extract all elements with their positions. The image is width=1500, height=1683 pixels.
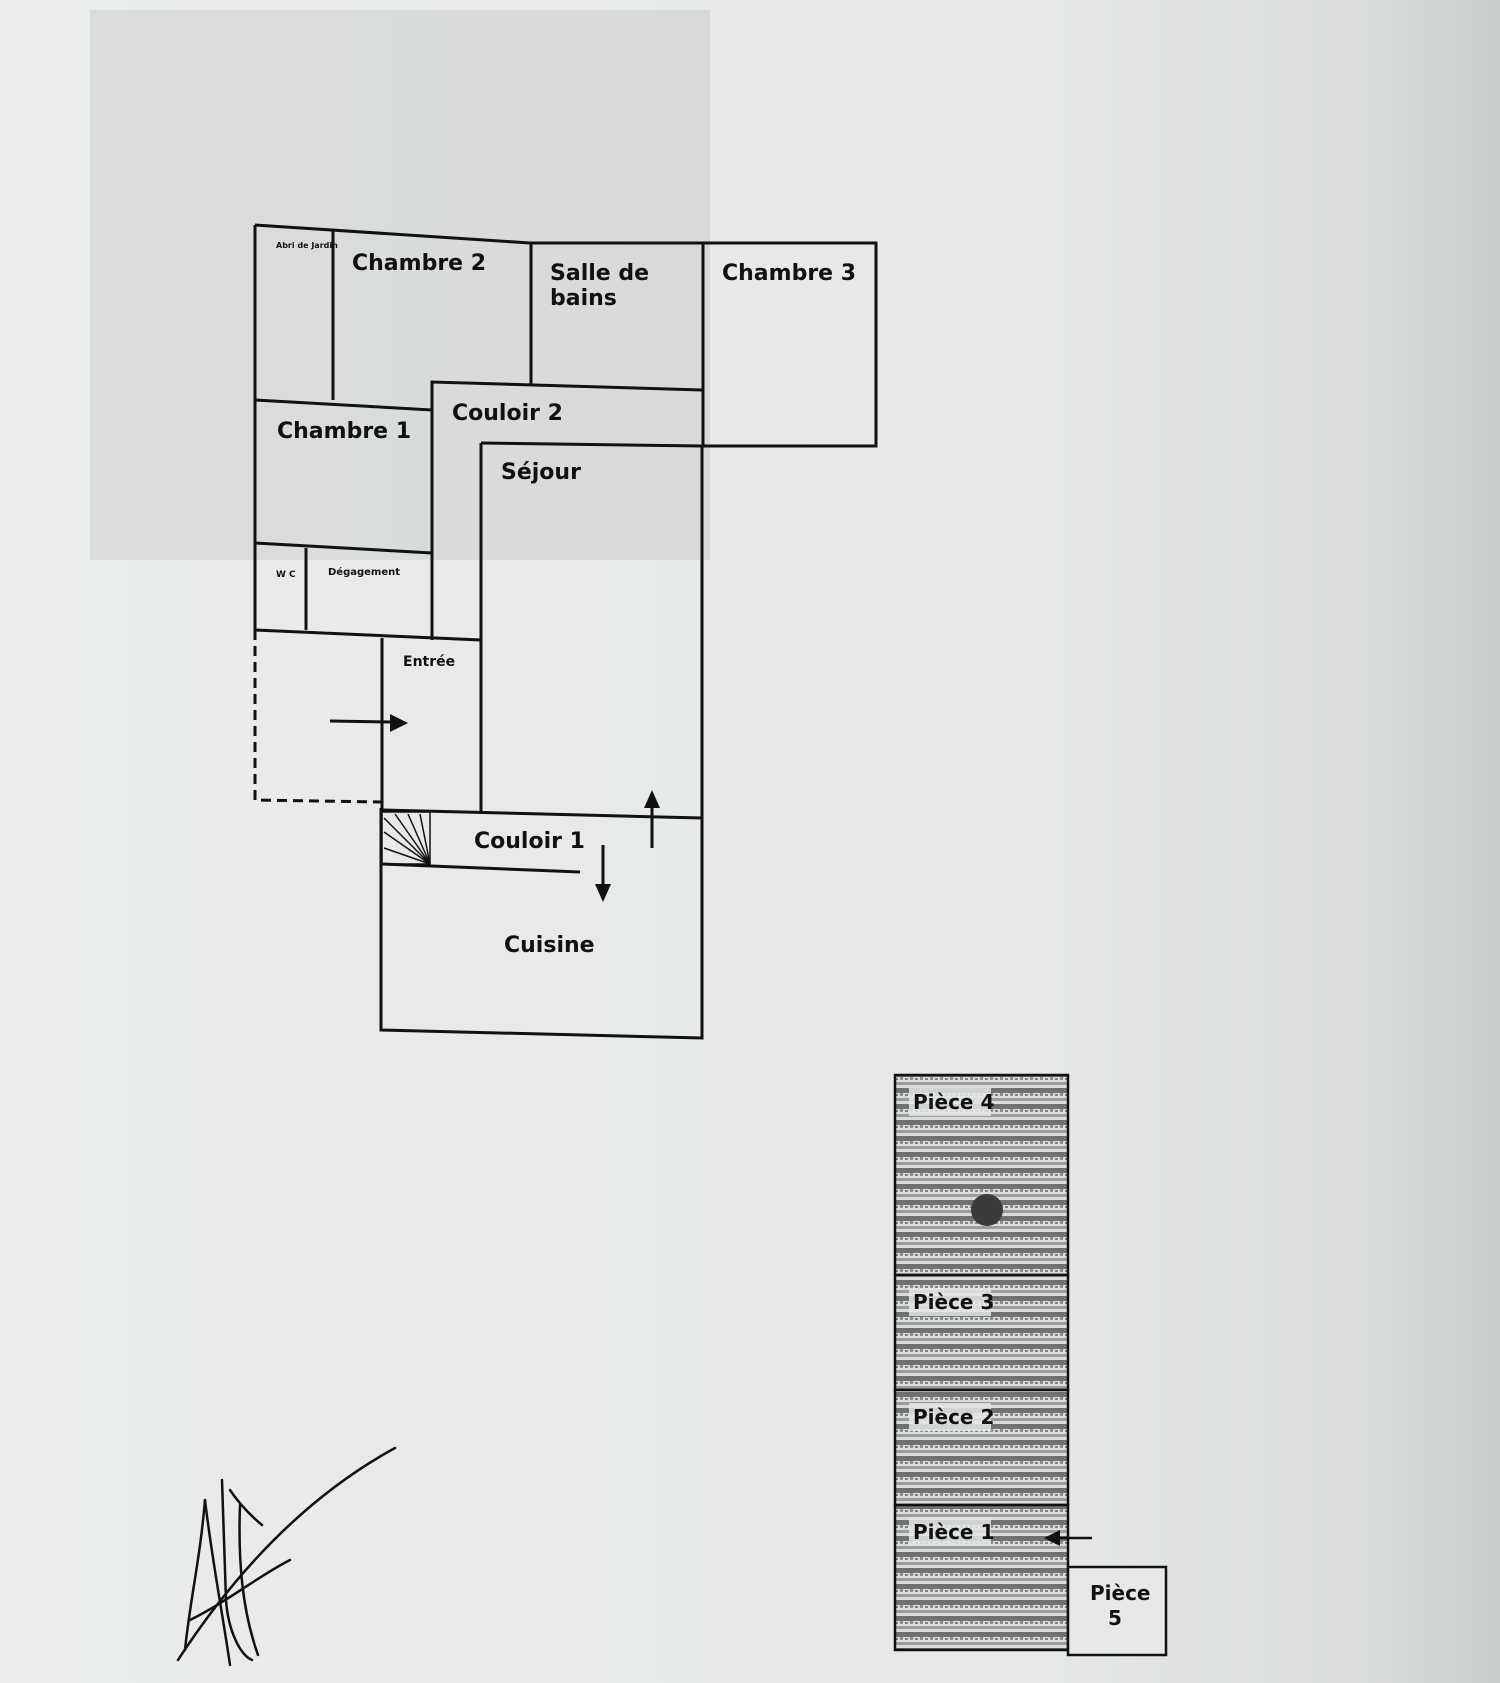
outer-wall-top — [254, 223, 878, 1040]
label-salle-de-bains-2: bains — [550, 286, 617, 311]
label-couloir-2: Couloir 2 — [452, 401, 563, 426]
staircase — [381, 811, 431, 865]
column-marker — [971, 1194, 1003, 1226]
wall-couloir2 — [430, 380, 703, 640]
basement-plan: Pièce 4 Pièce 3 Pièce 2 Pièce 1 Pièce 5 — [893, 1073, 1168, 1657]
label-chambre-2: Chambre 2 — [352, 251, 486, 276]
label-entree: Entrée — [403, 654, 455, 670]
wall-degagement-bottom — [254, 628, 482, 642]
wall-chambre1-top — [254, 398, 433, 412]
label-wc: W C — [276, 570, 296, 580]
wall-sejour-top — [480, 441, 703, 448]
wall-couloir1-top — [381, 808, 703, 820]
wall-chambre1-bottom — [254, 541, 433, 555]
label-couloir-1: Couloir 1 — [474, 829, 585, 854]
label-chambre-1: Chambre 1 — [277, 419, 411, 444]
label-degagement: Dégagement — [328, 566, 400, 578]
wall-couloir1-bottom — [381, 862, 581, 874]
label-piece-4: Pièce 4 — [913, 1090, 994, 1114]
floor-plan: Abri de Jardin Chambre 2 Salle de bains … — [253, 223, 878, 1040]
label-piece-1: Pièce 1 — [913, 1520, 994, 1544]
label-sejour: Séjour — [501, 460, 581, 485]
basement-entry-arrow-icon — [1044, 1530, 1092, 1546]
entry-arrow-icon — [329, 714, 408, 732]
label-piece-5-line2: 5 — [1108, 1606, 1122, 1630]
dashed-extension-wall — [253, 630, 383, 804]
label-cuisine: Cuisine — [504, 933, 595, 958]
label-piece-3: Pièce 3 — [913, 1290, 994, 1314]
arrow-down-icon — [595, 845, 611, 902]
piece-5-room — [1066, 1565, 1168, 1657]
label-chambre-3: Chambre 3 — [722, 261, 856, 286]
label-abri-jardin: Abri de Jardin — [276, 241, 338, 250]
label-piece-2: Pièce 2 — [913, 1405, 994, 1429]
show-through-shadow — [90, 10, 710, 560]
arrow-up-icon — [644, 790, 660, 848]
handwritten-signature-icon — [176, 1446, 397, 1667]
label-piece-5-line1: Pièce — [1090, 1581, 1151, 1605]
label-salle-de-bains-1: Salle de — [550, 261, 649, 286]
